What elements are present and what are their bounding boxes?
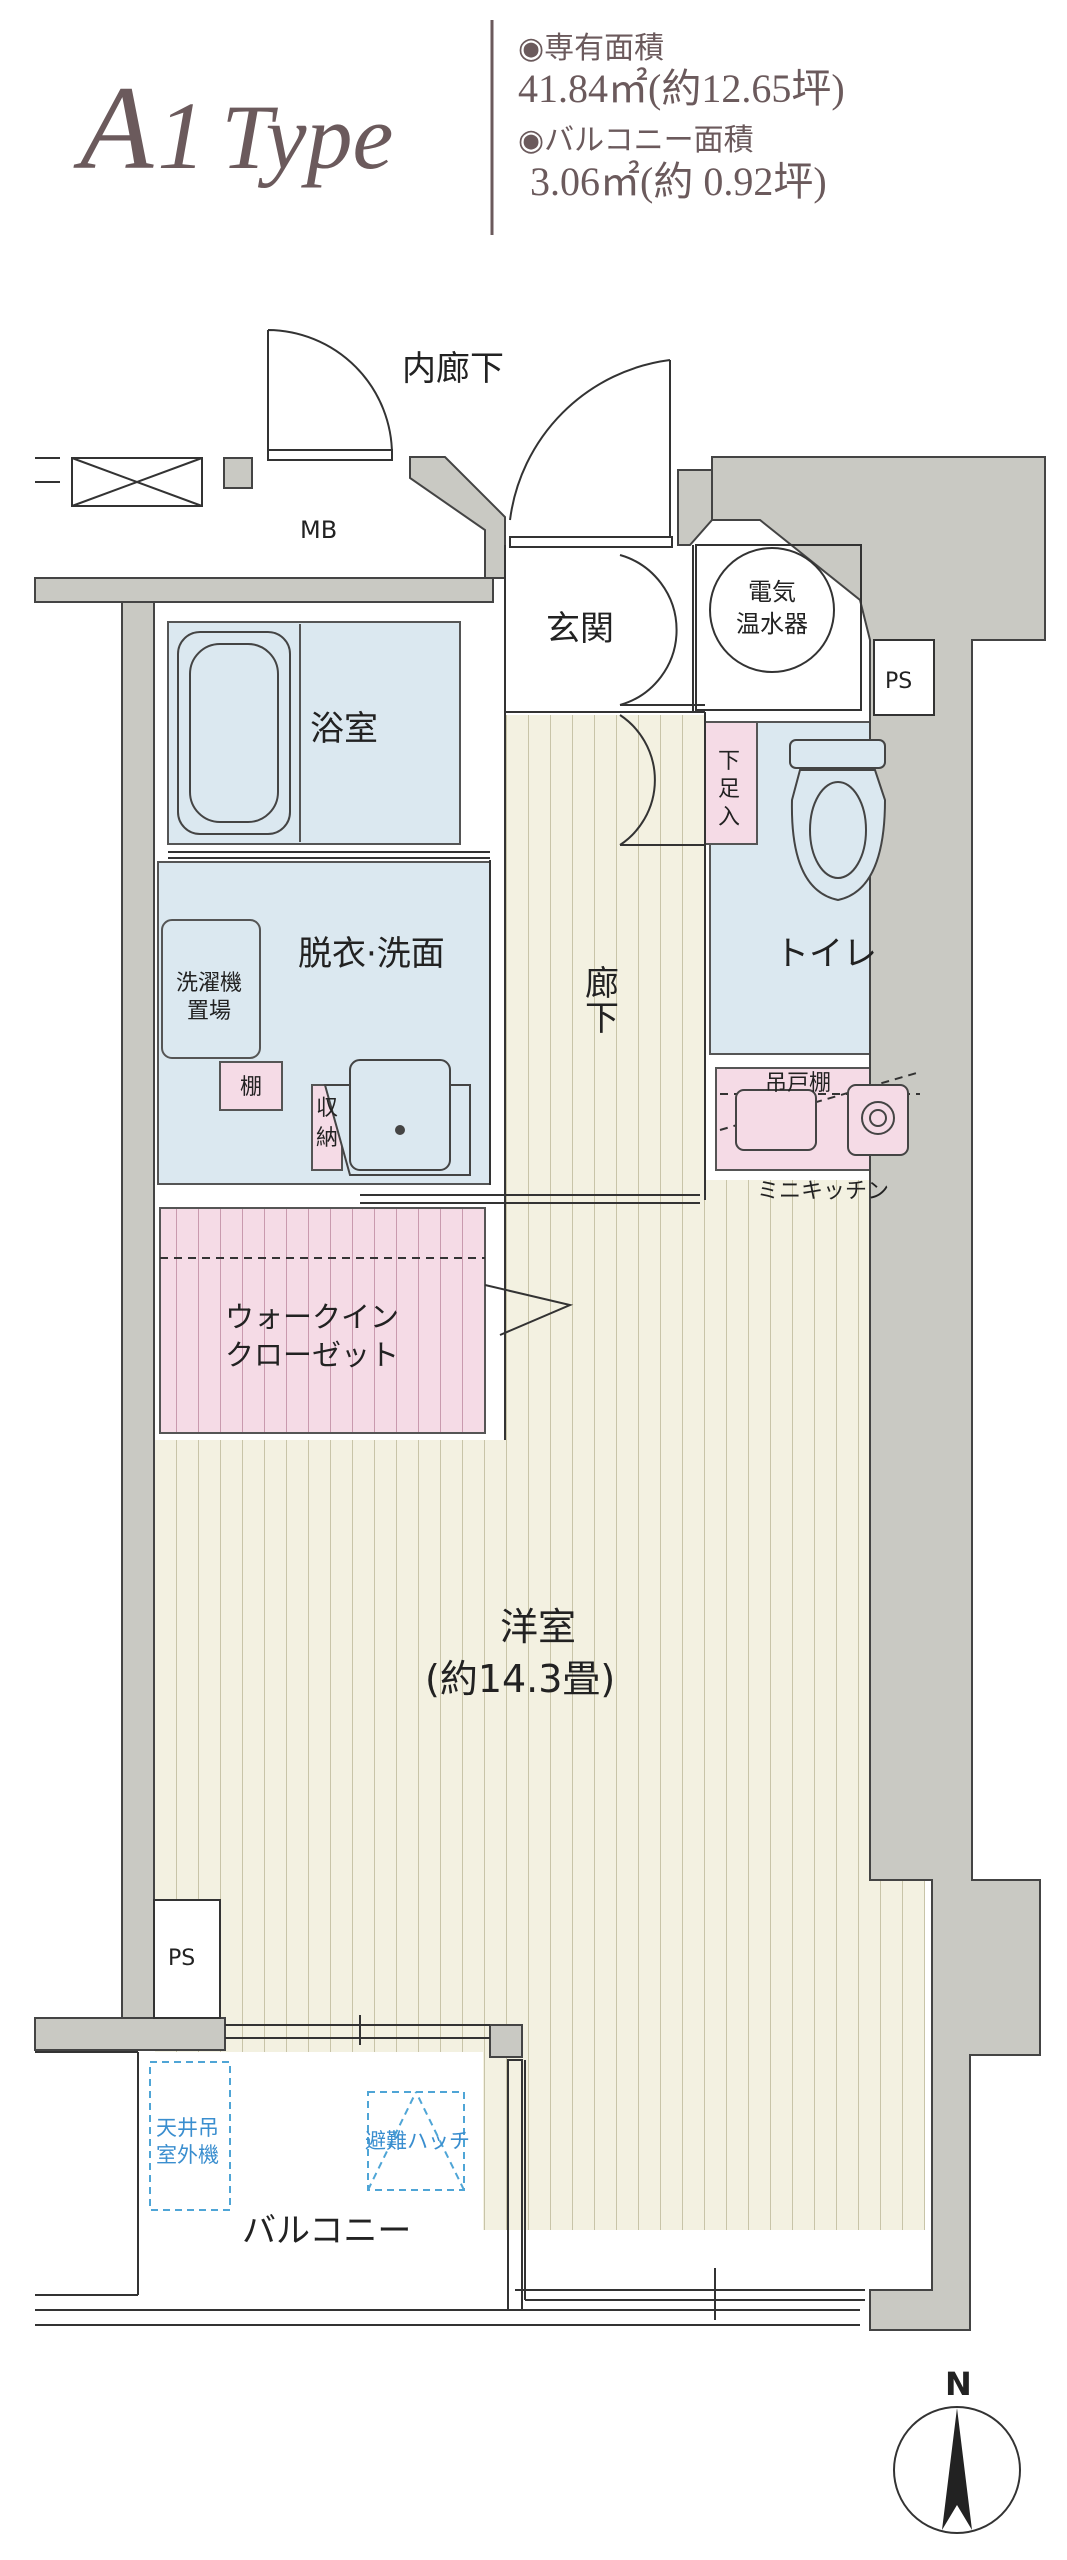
shoe-cabinet-area <box>704 721 758 845</box>
shoe-cabinet-label-1: 下 <box>718 749 740 774</box>
shelf-label: 棚 <box>240 1075 262 1100</box>
hanging-cabinet-label: 吊戸棚 <box>765 1071 831 1096</box>
escape-hatch-label: 避難ハッチ <box>365 2129 470 2153</box>
hallway-label-1: 廊 <box>585 964 619 1004</box>
north-label: N <box>945 2365 972 2403</box>
fixtures <box>177 631 909 1176</box>
storage-label-1: 収 <box>316 1096 338 1121</box>
hallway-floor <box>505 715 705 1445</box>
ac-unit-label-2: 室外機 <box>156 2143 219 2167</box>
water-heater-label-1: 電気 <box>748 578 796 606</box>
water-heater-label-2: 温水器 <box>736 610 808 638</box>
wic-label-2: クローゼット <box>225 1338 399 1372</box>
washroom-label: 脱衣·洗面 <box>298 934 445 974</box>
wic-label-1: ウォークイン <box>225 1300 399 1334</box>
entrance-floor <box>505 550 705 712</box>
toilet-icon <box>789 739 887 902</box>
room-labels: 内廊下 MB 玄関 電気 温水器 PS 浴室 下 足 入 トイレ 脱衣·洗面 洗… <box>156 349 912 2251</box>
kitchen-sink-icon <box>735 1089 817 1151</box>
compass-circle <box>893 2406 1021 2534</box>
area-value: 41.84㎡(約12.65坪) <box>518 66 845 111</box>
mb-label: MB <box>300 516 337 544</box>
western-room-label: 洋室 <box>500 1605 576 1649</box>
shoe-cabinet-label-3: 入 <box>718 805 740 830</box>
western-room-size: (約14.3畳) <box>425 1657 615 1701</box>
compass-arrow-icon <box>942 2408 972 2530</box>
balcony-area-label: ◉バルコニー面積 <box>518 124 754 157</box>
storage-label-2: 納 <box>316 1126 338 1151</box>
type-letter: A <box>73 61 154 194</box>
walls <box>34 456 1046 2331</box>
toilet-label: トイレ <box>775 934 877 974</box>
bath-label: 浴室 <box>310 709 378 749</box>
ps-top-label: PS <box>885 669 912 694</box>
wic-floor <box>159 1207 486 1434</box>
doors <box>267 329 862 846</box>
shoe-cabinet-label-2: 足 <box>718 777 740 802</box>
ac-unit-label-1: 天井吊 <box>156 2116 219 2140</box>
washer-label-2: 置場 <box>187 999 231 1024</box>
north-compass: N <box>893 2365 1021 2534</box>
shelf-area <box>219 1061 283 1111</box>
hallway-label-2: 下 <box>585 999 619 1039</box>
entrance-label: 玄関 <box>546 609 614 649</box>
type-number: 1 <box>157 82 205 189</box>
wall-lines <box>35 457 935 2326</box>
outer-corridor-label: 内廊下 <box>402 349 504 389</box>
ps-bottom-label: PS <box>168 1946 195 1971</box>
wash-basin-icon <box>323 1059 471 1176</box>
balcony-area <box>138 2052 483 2284</box>
ac-outdoor-unit-box <box>149 2061 231 2211</box>
mini-kitchen-label: ミニキッチン <box>757 1179 889 1204</box>
washer-label-1: 洗濯機 <box>176 971 242 996</box>
washer-area <box>161 919 261 1059</box>
balcony-label: バルコニー <box>242 2211 411 2251</box>
area-label: ◉専有面積 <box>518 32 664 65</box>
type-word: Type <box>221 86 393 188</box>
balcony-area-value: 3.06㎡(約 0.92坪) <box>530 159 827 204</box>
balcony-equipment <box>149 2061 465 2211</box>
